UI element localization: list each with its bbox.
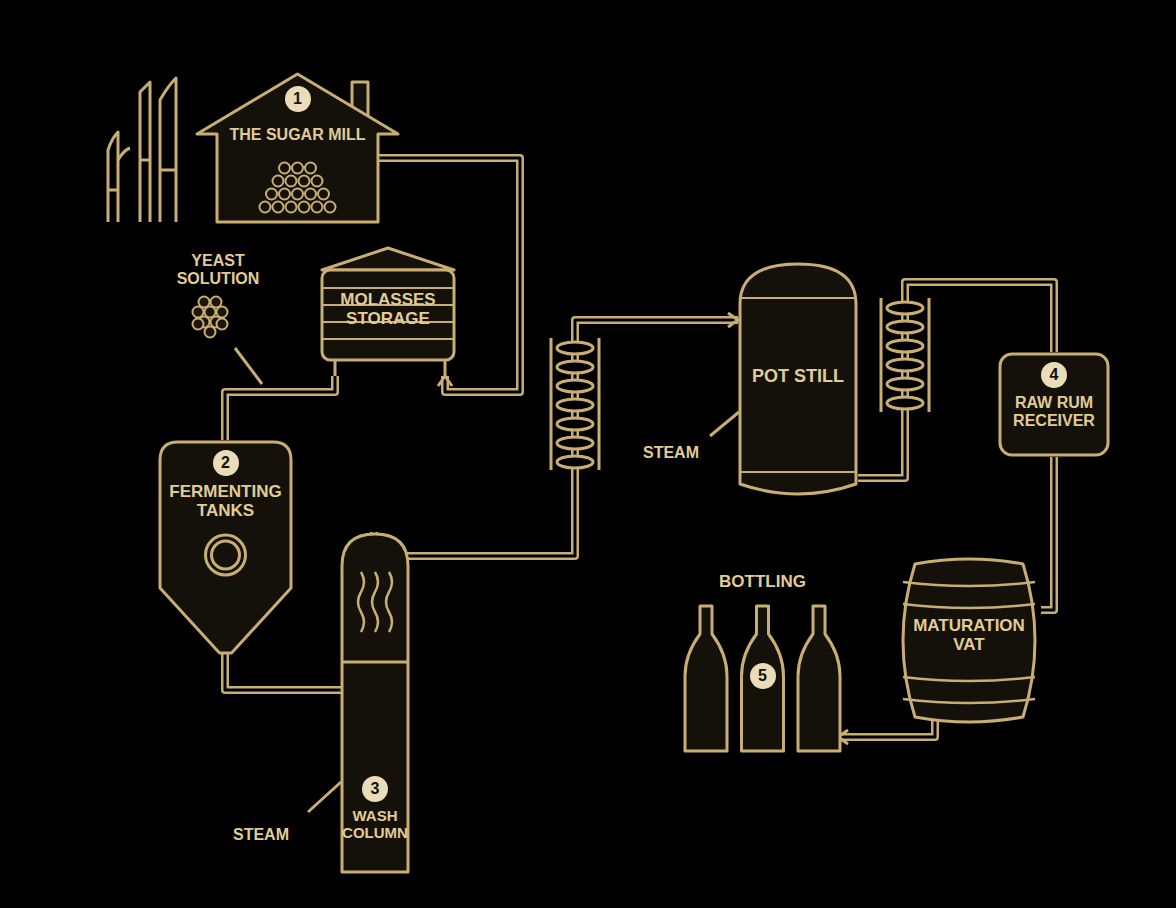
pipe-connector xyxy=(1041,457,1054,610)
node-label: RAW RUM RECEIVER xyxy=(1008,394,1100,430)
yeast-label: YEAST SOLUTION xyxy=(170,252,266,288)
node-label: MOLASSES STORAGE xyxy=(332,290,444,328)
steam-label: STEAM xyxy=(636,444,706,462)
wash-column: 3WASH COLUMN xyxy=(340,532,410,872)
steam-inlets xyxy=(235,348,739,812)
node-label: POT STILL xyxy=(748,366,848,386)
fermenting-tank: 2FERMENTING TANKS xyxy=(158,440,293,655)
pot-still: POT STILL xyxy=(738,262,858,502)
pipe-connector xyxy=(838,720,935,737)
raw-rum-receiver: 4RAW RUM RECEIVER xyxy=(998,352,1110,457)
callout-number: 1 xyxy=(285,86,311,112)
pipe-connector xyxy=(225,653,342,690)
callout-number: 2 xyxy=(213,450,239,476)
sugar-mill-house: 1THE SUGAR MILL xyxy=(195,72,400,222)
node-label: FERMENTING TANKS xyxy=(168,482,283,520)
node-label: MATURATION VAT xyxy=(905,616,1033,654)
node-label: WASH COLUMN xyxy=(342,808,408,842)
molasses-storage-tank: MOLASSES STORAGE xyxy=(318,246,458,376)
steam-label: STEAM xyxy=(226,826,296,844)
sugar-cane xyxy=(108,78,176,222)
callout-number: 5 xyxy=(750,663,776,689)
node-label: BOTTLING xyxy=(685,572,840,591)
callout-number: 4 xyxy=(1041,362,1067,388)
yeast-cluster xyxy=(193,297,228,338)
pipe-connector xyxy=(225,376,335,440)
callout-number: 3 xyxy=(362,776,388,802)
maturation-vat: MATURATION VAT xyxy=(893,558,1045,723)
bottling-station: BOTTLING 5 xyxy=(685,572,840,755)
node-label: THE SUGAR MILL xyxy=(225,126,370,144)
